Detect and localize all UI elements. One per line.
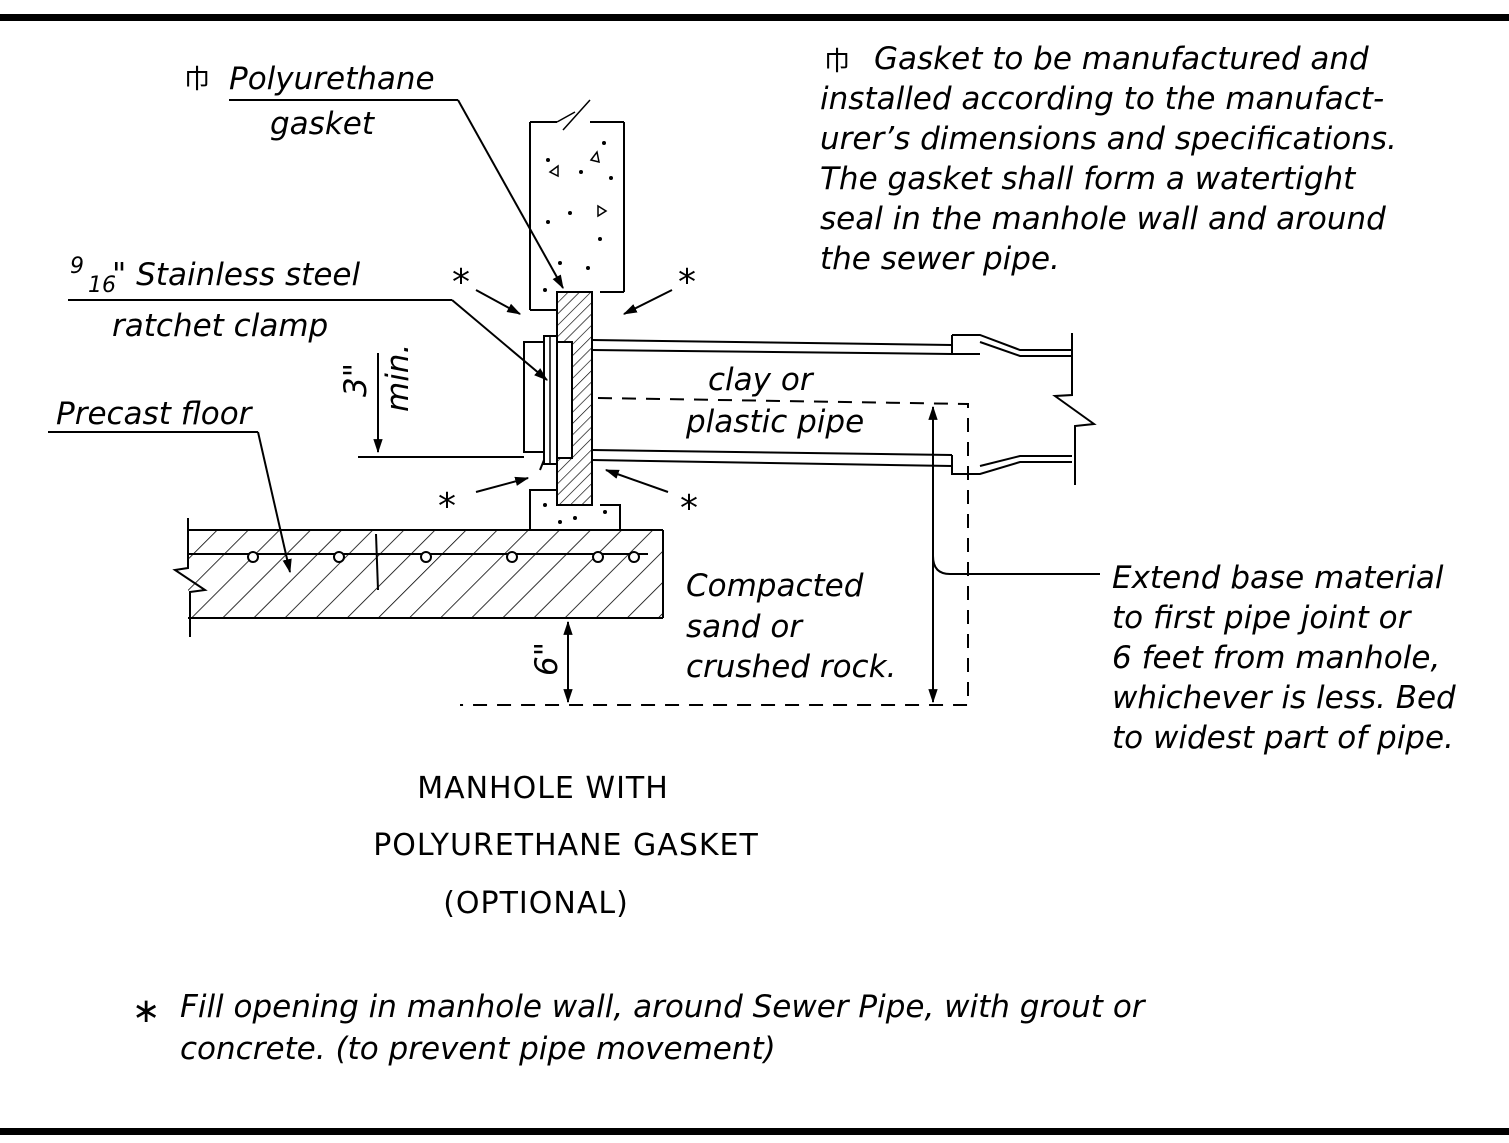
base-note-line4: whichever is less. Bed [1112,680,1456,716]
asterisk-lower-left: * [438,486,456,527]
footnote-line2: concrete. (to prevent pipe movement) [180,1031,776,1067]
sewer-pipe [591,333,1097,485]
clamp-label-line2: ratchet clamp [112,308,328,344]
manhole-wall-upper [529,99,625,311]
gasket-label-symbol: 巾 [184,65,210,95]
pipe-label-line2: plastic pipe [685,404,864,440]
precast-floor-leader [48,431,292,574]
gasket-note-symbol: 巾 [824,47,850,77]
gasket-note-line3: urer’s dimensions and specifications. [820,121,1397,157]
compacted-label-line1: Compacted [686,568,864,604]
asterisk-upper-right: * [678,262,696,303]
manhole-wall-lower [529,489,621,530]
compacted-label-line2: sand or [686,609,804,645]
title-line1: MANHOLE WITH [417,771,669,806]
clamp-fraction-num: 9 [70,254,84,279]
gasket-note-line5: seal in the manhole wall and around [820,201,1386,237]
pipe-label-line1: clay or [708,362,815,398]
polyurethane-gasket [556,291,593,506]
title-line3: (OPTIONAL) [443,886,629,921]
gasket-note-line6: the sewer pipe. [820,241,1060,277]
precast-floor [172,518,664,637]
asterisk-lower-right: * [680,488,698,529]
gasket-label-line2: gasket [270,106,376,142]
dimension-3in: 3" min. [338,344,524,458]
gasket-note: 巾 Gasket to be manufactured and installe… [820,41,1397,277]
base-note-line2: to first pipe joint or [1112,600,1413,636]
gasket-note-line1: Gasket to be manufactured and [874,41,1369,77]
base-note-line3: 6 feet from manhole, [1112,640,1440,676]
ratchet-clamp [523,335,558,471]
bottom-border [0,1128,1509,1135]
base-extent-dimension [928,405,1100,704]
footnote: ∗ Fill opening in manhole wall, around S… [132,989,1147,1067]
precast-floor-label: Precast floor [56,396,254,432]
clamp-fraction-den: 16 [88,273,116,298]
footnote-symbol: ∗ [132,991,161,1031]
footnote-line1: Fill opening in manhole wall, around Sew… [180,989,1147,1025]
compacted-label-line3: crushed rock. [686,649,896,685]
asterisk-upper-left: * [452,262,470,303]
gasket-label-line1: Polyurethane [229,61,435,97]
base-note-line5: to widest part of pipe. [1112,720,1454,756]
grout-arrows [475,289,673,493]
drawing-title: MANHOLE WITH POLYURETHANE GASKET (OPTION… [373,771,759,921]
base-note-line1: Extend base material [1112,560,1444,596]
dimension-6in: 6" [529,620,573,704]
gasket-note-line2: installed according to the manufact- [820,81,1384,117]
gasket-note-line4: The gasket shall form a watertight [820,161,1357,197]
title-line2: POLYURETHANE GASKET [373,828,759,863]
gasket-leader [229,99,564,290]
clamp-label-line1: " Stainless steel [112,257,360,293]
base-material-outline [460,397,969,706]
dim-min-label: min. [380,344,416,412]
dim-6in-label: 6" [529,642,565,676]
clamp-leader [68,299,548,381]
base-note: Extend base material to first pipe joint… [1112,560,1456,756]
dim-3in-label: 3" [338,363,374,397]
top-border [0,14,1509,21]
